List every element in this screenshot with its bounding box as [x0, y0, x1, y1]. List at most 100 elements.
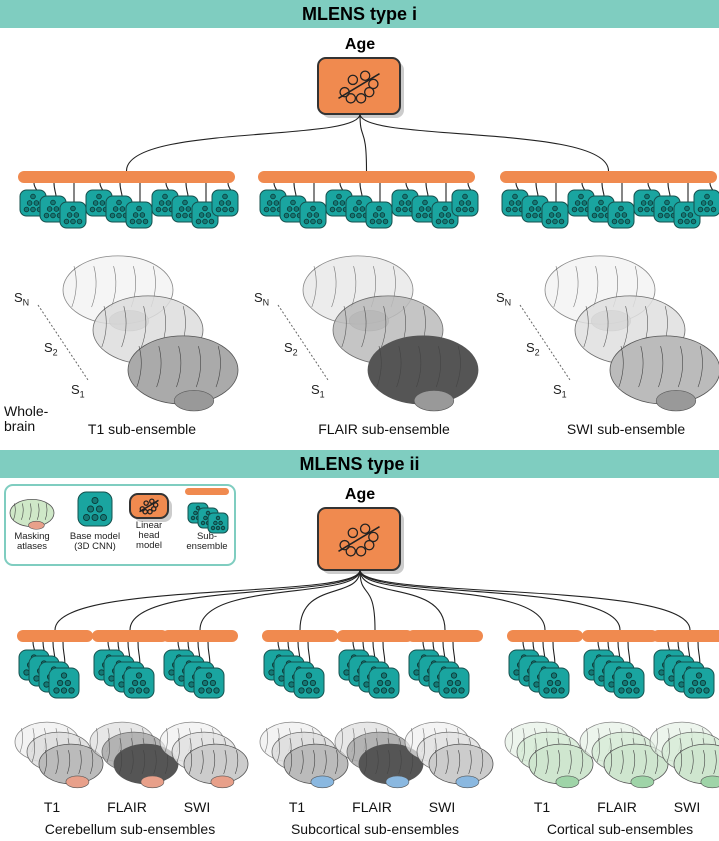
neuron-icon	[53, 687, 60, 694]
connector-line	[299, 569, 361, 631]
neuron-icon	[454, 679, 461, 687]
neuron-icon	[87, 505, 95, 513]
neuron-icon	[215, 525, 221, 531]
sulcus	[136, 346, 142, 388]
sulcus	[381, 306, 387, 348]
neuron-icon	[178, 206, 185, 212]
neuron-icon	[202, 205, 208, 212]
neuron-icon	[290, 199, 296, 206]
sulcus	[363, 750, 368, 775]
slice-index: 2	[52, 347, 58, 358]
neuron-icon	[657, 212, 664, 219]
sulcus	[121, 306, 127, 348]
neuron-icon	[508, 200, 515, 206]
sub-ensemble-bar	[407, 630, 483, 642]
neuron-icon	[193, 510, 198, 516]
neuron-icon	[443, 687, 450, 694]
sulcus	[556, 750, 561, 775]
neuron-icon	[168, 669, 175, 676]
neuron-icon	[43, 681, 50, 688]
slice-dots	[519, 304, 571, 381]
neuron-icon	[395, 206, 402, 213]
cerebellum	[210, 775, 235, 789]
neuron-icon	[313, 687, 320, 694]
neuron-icon	[515, 200, 522, 206]
sulcus	[573, 266, 579, 308]
node-icon	[355, 93, 367, 104]
slice-dots	[37, 304, 89, 381]
cerebellum	[310, 775, 335, 789]
slice-index: N	[22, 297, 30, 308]
neuron-icon	[442, 218, 448, 225]
neuron-icon	[598, 199, 604, 206]
sulcus	[583, 306, 589, 348]
neuron-icon	[64, 679, 72, 687]
neuron-icon	[422, 212, 428, 219]
neuron-icon	[574, 200, 581, 206]
neuron-icon	[707, 200, 714, 206]
neuron-icon	[215, 206, 222, 213]
connector-line	[359, 569, 546, 631]
neuron-icon	[270, 193, 276, 200]
neuron-icon	[528, 206, 535, 212]
neuron-icon	[668, 675, 675, 682]
sulcus	[188, 750, 193, 775]
neuron-icon	[578, 193, 584, 200]
neuron-icon	[352, 206, 359, 212]
sulcus	[36, 503, 40, 520]
neuron-icon	[700, 200, 707, 206]
sulcus	[545, 750, 549, 775]
slice-index: 1	[79, 389, 85, 400]
neuron-icon	[523, 675, 530, 682]
neuron-icon	[462, 206, 468, 213]
sulcus	[215, 346, 221, 388]
neuron-icon	[690, 218, 697, 225]
node-icon	[345, 93, 357, 104]
neuron-icon	[96, 206, 102, 213]
neuron-icon	[298, 687, 305, 694]
neuron-icon	[450, 672, 458, 679]
neuron-icon	[200, 520, 206, 526]
sulcus	[456, 750, 461, 775]
neuron-icon	[376, 679, 384, 687]
slice-index: N	[262, 297, 270, 308]
neuron-icon	[684, 218, 690, 225]
neuron-icon	[532, 199, 538, 206]
node-icon	[149, 498, 155, 505]
slice-index: 1	[561, 389, 567, 400]
sulcus	[455, 346, 461, 388]
neuron-icon	[60, 687, 68, 694]
neuron-icon	[283, 212, 290, 219]
whole-brain-label: Whole- brain	[4, 403, 49, 434]
cerebellum	[28, 520, 45, 530]
node-icon	[368, 78, 379, 90]
neuron-icon	[332, 200, 339, 206]
connector-line	[359, 113, 368, 172]
connector-line	[667, 641, 671, 651]
neuron-icon	[644, 206, 650, 213]
sulcus	[445, 750, 449, 775]
sulcus	[200, 750, 204, 775]
neuron-icon	[66, 212, 73, 218]
neuron-icon	[598, 212, 604, 219]
neuron-icon	[677, 218, 684, 225]
neuron-icon	[660, 206, 667, 212]
sulcus	[234, 750, 239, 775]
neuron-icon	[598, 675, 605, 682]
neuron-icon	[405, 200, 412, 206]
neuron-icon	[33, 200, 40, 206]
neuron-icon	[398, 200, 405, 206]
neuron-icon	[96, 193, 102, 200]
neuron-icon	[213, 520, 218, 526]
sulcus	[596, 738, 601, 763]
slice-label: S1	[311, 382, 325, 400]
neuron-icon	[446, 679, 454, 687]
neuron-icon	[637, 206, 644, 213]
neuron-icon	[268, 669, 275, 676]
neuron-icon	[50, 199, 56, 206]
slice-index: N	[504, 297, 512, 308]
sulcus	[658, 346, 664, 388]
neuron-icon	[73, 212, 80, 218]
sulcus	[341, 306, 347, 348]
neuron-icon	[552, 205, 558, 212]
